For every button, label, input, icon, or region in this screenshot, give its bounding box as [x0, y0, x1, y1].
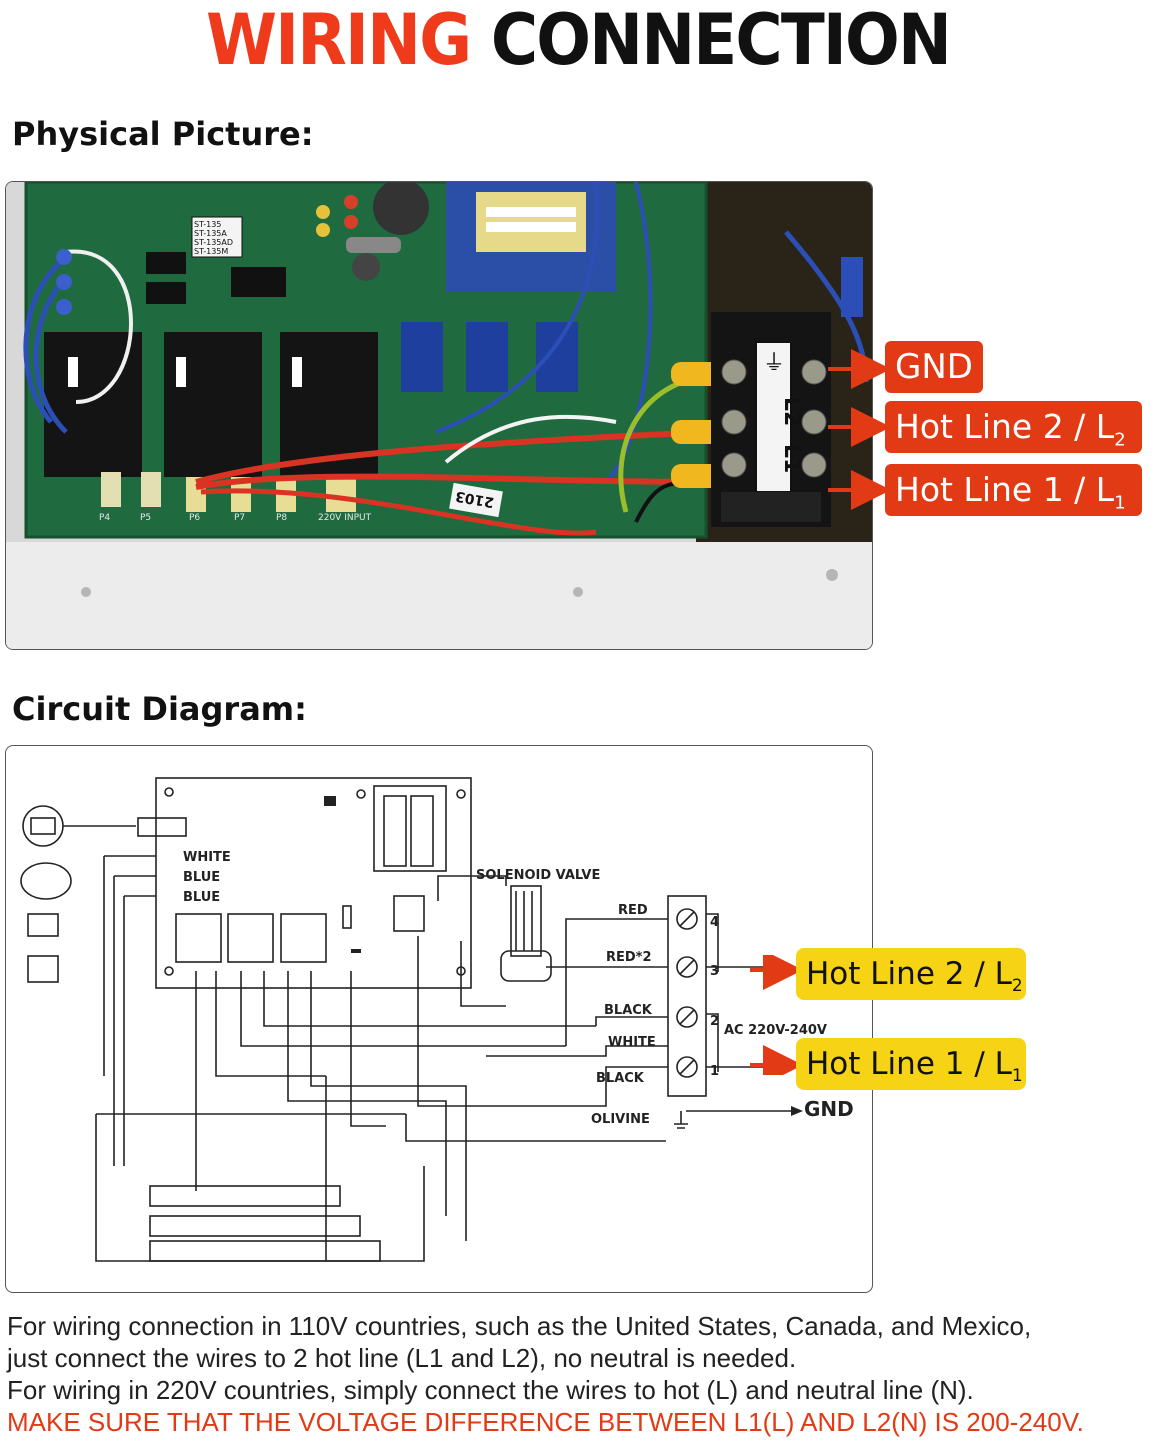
callout-gnd: GND	[885, 341, 983, 393]
svg-text:L1: L1	[779, 444, 804, 473]
svg-text:ST-135: ST-135	[194, 220, 221, 229]
svg-text:4: 4	[710, 915, 719, 930]
svg-text:3: 3	[710, 964, 719, 979]
svg-text:ST-135A: ST-135A	[194, 229, 227, 238]
svg-text:P7: P7	[234, 513, 245, 523]
pcb-photo-illustration: ST-135 ST-135A ST-135AD ST-135M P4 P5 P6…	[6, 182, 872, 649]
callout-hot-line-1: Hot Line 1 / L1	[885, 464, 1142, 516]
small-relay-1	[401, 322, 443, 392]
led-red	[344, 195, 358, 209]
ic-chip	[231, 267, 286, 297]
circuit-callout-hot-line-1: Hot Line 1 / L1	[796, 1038, 1026, 1090]
svg-text:ST-135M: ST-135M	[194, 247, 228, 256]
footer-warning: MAKE SURE THAT THE VOLTAGE DIFFERENCE BE…	[7, 1407, 1084, 1437]
svg-text:BLUE: BLUE	[183, 870, 220, 885]
svg-text:P6: P6	[189, 513, 200, 523]
red-wire-l1	[195, 473, 707, 490]
svg-text:BLUE: BLUE	[183, 890, 220, 905]
crimp-gnd	[671, 362, 721, 386]
board-relay-3	[280, 913, 327, 963]
svg-text:OLIVINE: OLIVINE	[591, 1112, 650, 1127]
heater-icon	[20, 862, 72, 900]
page-title: WIRING CONNECTION	[46, 0, 1110, 80]
svg-text:WHITE: WHITE	[608, 1035, 656, 1050]
svg-text:BLACK: BLACK	[596, 1071, 645, 1086]
svg-text:SOLENOID VALVE: SOLENOID VALVE	[476, 868, 600, 883]
board-relay-1	[175, 913, 222, 963]
svg-text:P5: P5	[140, 513, 151, 523]
control-board-outline	[155, 777, 472, 989]
svg-text:2103: 2103	[454, 487, 495, 510]
enclosure-base	[6, 542, 872, 649]
footer-notes: For wiring connection in 110V countries,…	[7, 1310, 1147, 1438]
circuit-callout-arrows	[750, 955, 803, 1075]
red-wire-l2	[195, 429, 707, 485]
svg-text:P8: P8	[276, 513, 287, 523]
solenoid-valve-body	[500, 950, 552, 982]
title-connection: CONNECTION	[490, 0, 952, 81]
relay-2	[164, 332, 262, 477]
footer-line-1: For wiring connection in 110V countries,…	[7, 1311, 1032, 1341]
circuit-diagram-heading: Circuit Diagram:	[12, 690, 307, 728]
svg-text:220V INPUT: 220V INPUT	[318, 513, 372, 523]
callout-hot-line-2: Hot Line 2 / L2	[885, 401, 1142, 453]
crimp-l1	[671, 464, 721, 488]
physical-picture-heading: Physical Picture:	[12, 115, 314, 153]
circuit-diagram-panel: WHITE BLUE BLUE SOLENOID VALVE RED RED*2…	[5, 745, 873, 1293]
solenoid-coil	[510, 885, 542, 957]
svg-text:GND: GND	[804, 1097, 854, 1121]
board-transformer	[373, 785, 447, 872]
switch-icon-1	[27, 913, 59, 937]
sensor-icon	[22, 805, 64, 847]
physical-picture-panel: ST-135 ST-135A ST-135AD ST-135M P4 P5 P6…	[5, 181, 873, 650]
circuit-schematic: WHITE BLUE BLUE SOLENOID VALVE RED RED*2…	[20, 777, 854, 1262]
svg-text:P4: P4	[99, 513, 110, 523]
switch-icon-2	[27, 955, 59, 983]
capacitor	[373, 182, 429, 235]
svg-text:RED: RED	[618, 903, 648, 918]
svg-text:BLACK: BLACK	[604, 1003, 653, 1018]
title-wiring: WIRING	[205, 0, 472, 81]
svg-text:⏚: ⏚	[763, 351, 785, 376]
svg-text:2: 2	[710, 1014, 719, 1029]
footer-line-3: For wiring in 220V countries, simply con…	[7, 1375, 974, 1405]
svg-text:ST-135AD: ST-135AD	[194, 238, 233, 247]
crimp-l2	[671, 420, 721, 444]
physical-callout-arrows	[828, 349, 890, 510]
svg-text:L2: L2	[779, 397, 804, 426]
svg-text:1: 1	[710, 1064, 719, 1079]
footer-line-2: just connect the wires to 2 hot line (L1…	[7, 1343, 797, 1373]
board-relay-2	[227, 913, 274, 963]
circuit-callout-hot-line-2: Hot Line 2 / L2	[796, 948, 1026, 1000]
svg-text:AC 220V-240V: AC 220V-240V	[724, 1023, 827, 1038]
led-yellow	[316, 205, 330, 219]
circuit-terminal-block	[667, 895, 707, 1097]
svg-text:WHITE: WHITE	[183, 850, 231, 865]
svg-text:RED*2: RED*2	[606, 950, 652, 965]
connector-plug	[137, 817, 187, 837]
